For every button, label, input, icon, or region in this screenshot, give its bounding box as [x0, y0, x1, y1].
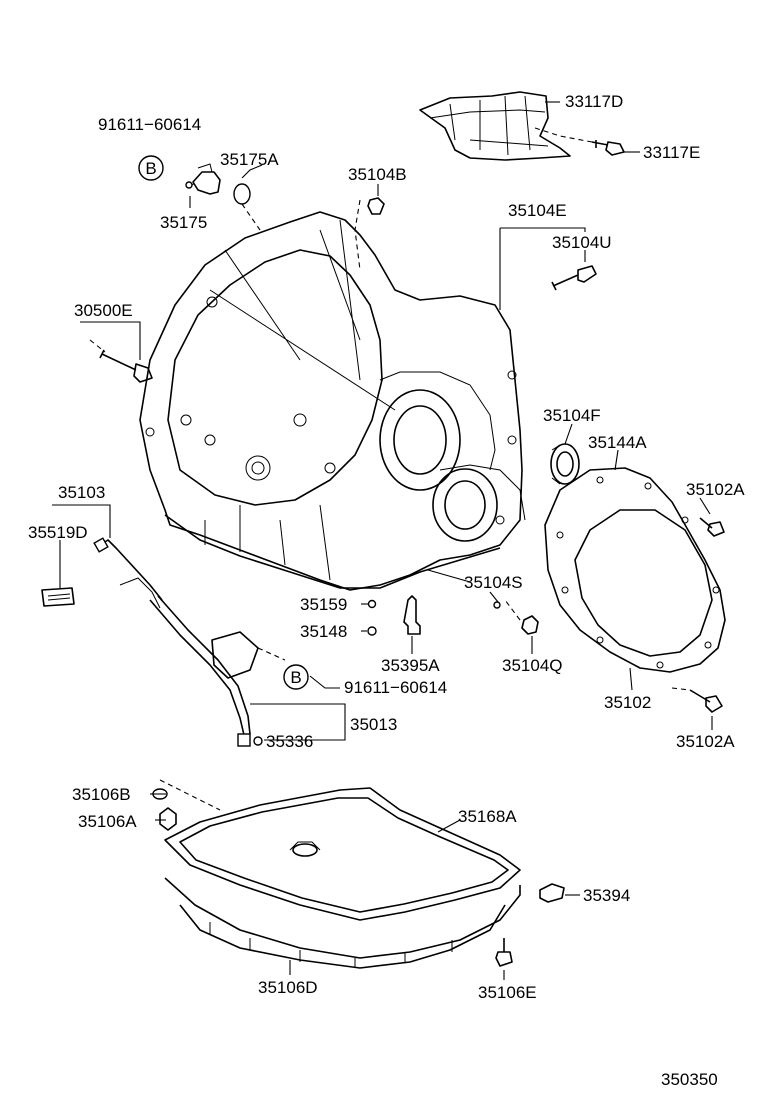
label-35106b: 35106B: [72, 785, 131, 804]
label-35104s: 35104S: [464, 573, 523, 592]
label-35395a: 35395A: [381, 656, 440, 675]
part-35104s: [493, 601, 501, 609]
o-ring-35336: [253, 736, 263, 746]
label-91611-60614-bottom: 91611−60614: [344, 678, 447, 697]
label-35104e: 35104E: [508, 201, 567, 220]
label-35175: 35175: [160, 213, 207, 232]
label-35175a: 35175A: [220, 150, 279, 169]
label-35144a: 35144A: [588, 433, 647, 452]
label-35104b: 35104B: [348, 165, 407, 184]
part-number-labels: 91611−60614 35175A 35175 35104B 33117D 3…: [28, 92, 745, 1089]
label-35148: 35148: [300, 622, 347, 641]
catalog-number: 350350: [661, 1070, 718, 1089]
label-35168a: 35168A: [458, 807, 517, 826]
plug-35104q: [521, 615, 539, 635]
leader-lines: [52, 101, 713, 980]
label-35159: 35159: [300, 595, 347, 614]
ring-35148: [367, 626, 377, 636]
label-35106a: 35106A: [78, 812, 137, 831]
oil-seal-35104f: [550, 443, 580, 485]
case-cover-35102: [544, 467, 726, 673]
label-35106d: 35106D: [258, 978, 318, 997]
label-35519d: 35519D: [28, 523, 88, 542]
bolt-35102a-upper: [699, 517, 725, 537]
oil-pan-35106d: [164, 841, 521, 969]
label-33117d: 33117D: [565, 92, 623, 111]
label-35102a-bottom: 35102A: [676, 732, 735, 751]
label-35104u: 35104U: [552, 233, 612, 252]
bolt-35106e: [495, 938, 513, 967]
label-30500e: 30500E: [74, 301, 133, 320]
label-35102a-top: 35102A: [686, 480, 745, 499]
label-33117e: 33117E: [643, 143, 700, 162]
label-91611-60614-top: 91611−60614: [98, 115, 201, 134]
plug-35104b: [367, 197, 385, 215]
label-35104q: 35104Q: [502, 656, 563, 675]
transaxle-case: [139, 211, 526, 591]
label-35336: 35336: [266, 732, 313, 751]
bolt-35102a-lower: [689, 689, 723, 713]
label-35394: 35394: [583, 886, 630, 905]
bolt-30500e: [99, 349, 153, 383]
pan-gasket-35168a: [164, 787, 521, 921]
bolt-33117e: [591, 140, 625, 156]
bolt-35104u: [551, 265, 597, 291]
magnet-35394: [539, 883, 565, 903]
reference-marker-b-bottom: B: [283, 664, 309, 690]
marker-b-top-letter: B: [145, 159, 156, 178]
label-35102: 35102: [604, 693, 651, 712]
label-35013: 35013: [350, 715, 397, 734]
label-35104f: 35104F: [543, 406, 601, 425]
pin-35395a: [403, 595, 421, 635]
label-plate-35519d: [41, 587, 75, 607]
label-35103: 35103: [58, 483, 105, 502]
ring-35159: [367, 599, 377, 609]
drain-plug-35106a: [159, 807, 177, 831]
filler-tube-35013: [149, 595, 259, 747]
label-35106e: 35106E: [478, 983, 537, 1002]
marker-b-bottom-letter: B: [290, 668, 301, 687]
sensor-35175: [185, 163, 221, 195]
dipstick-35103: [93, 537, 163, 609]
reference-marker-b-top: B: [138, 155, 164, 181]
o-ring-35175a: [233, 183, 251, 205]
heat-shield-33117d: [419, 91, 571, 161]
